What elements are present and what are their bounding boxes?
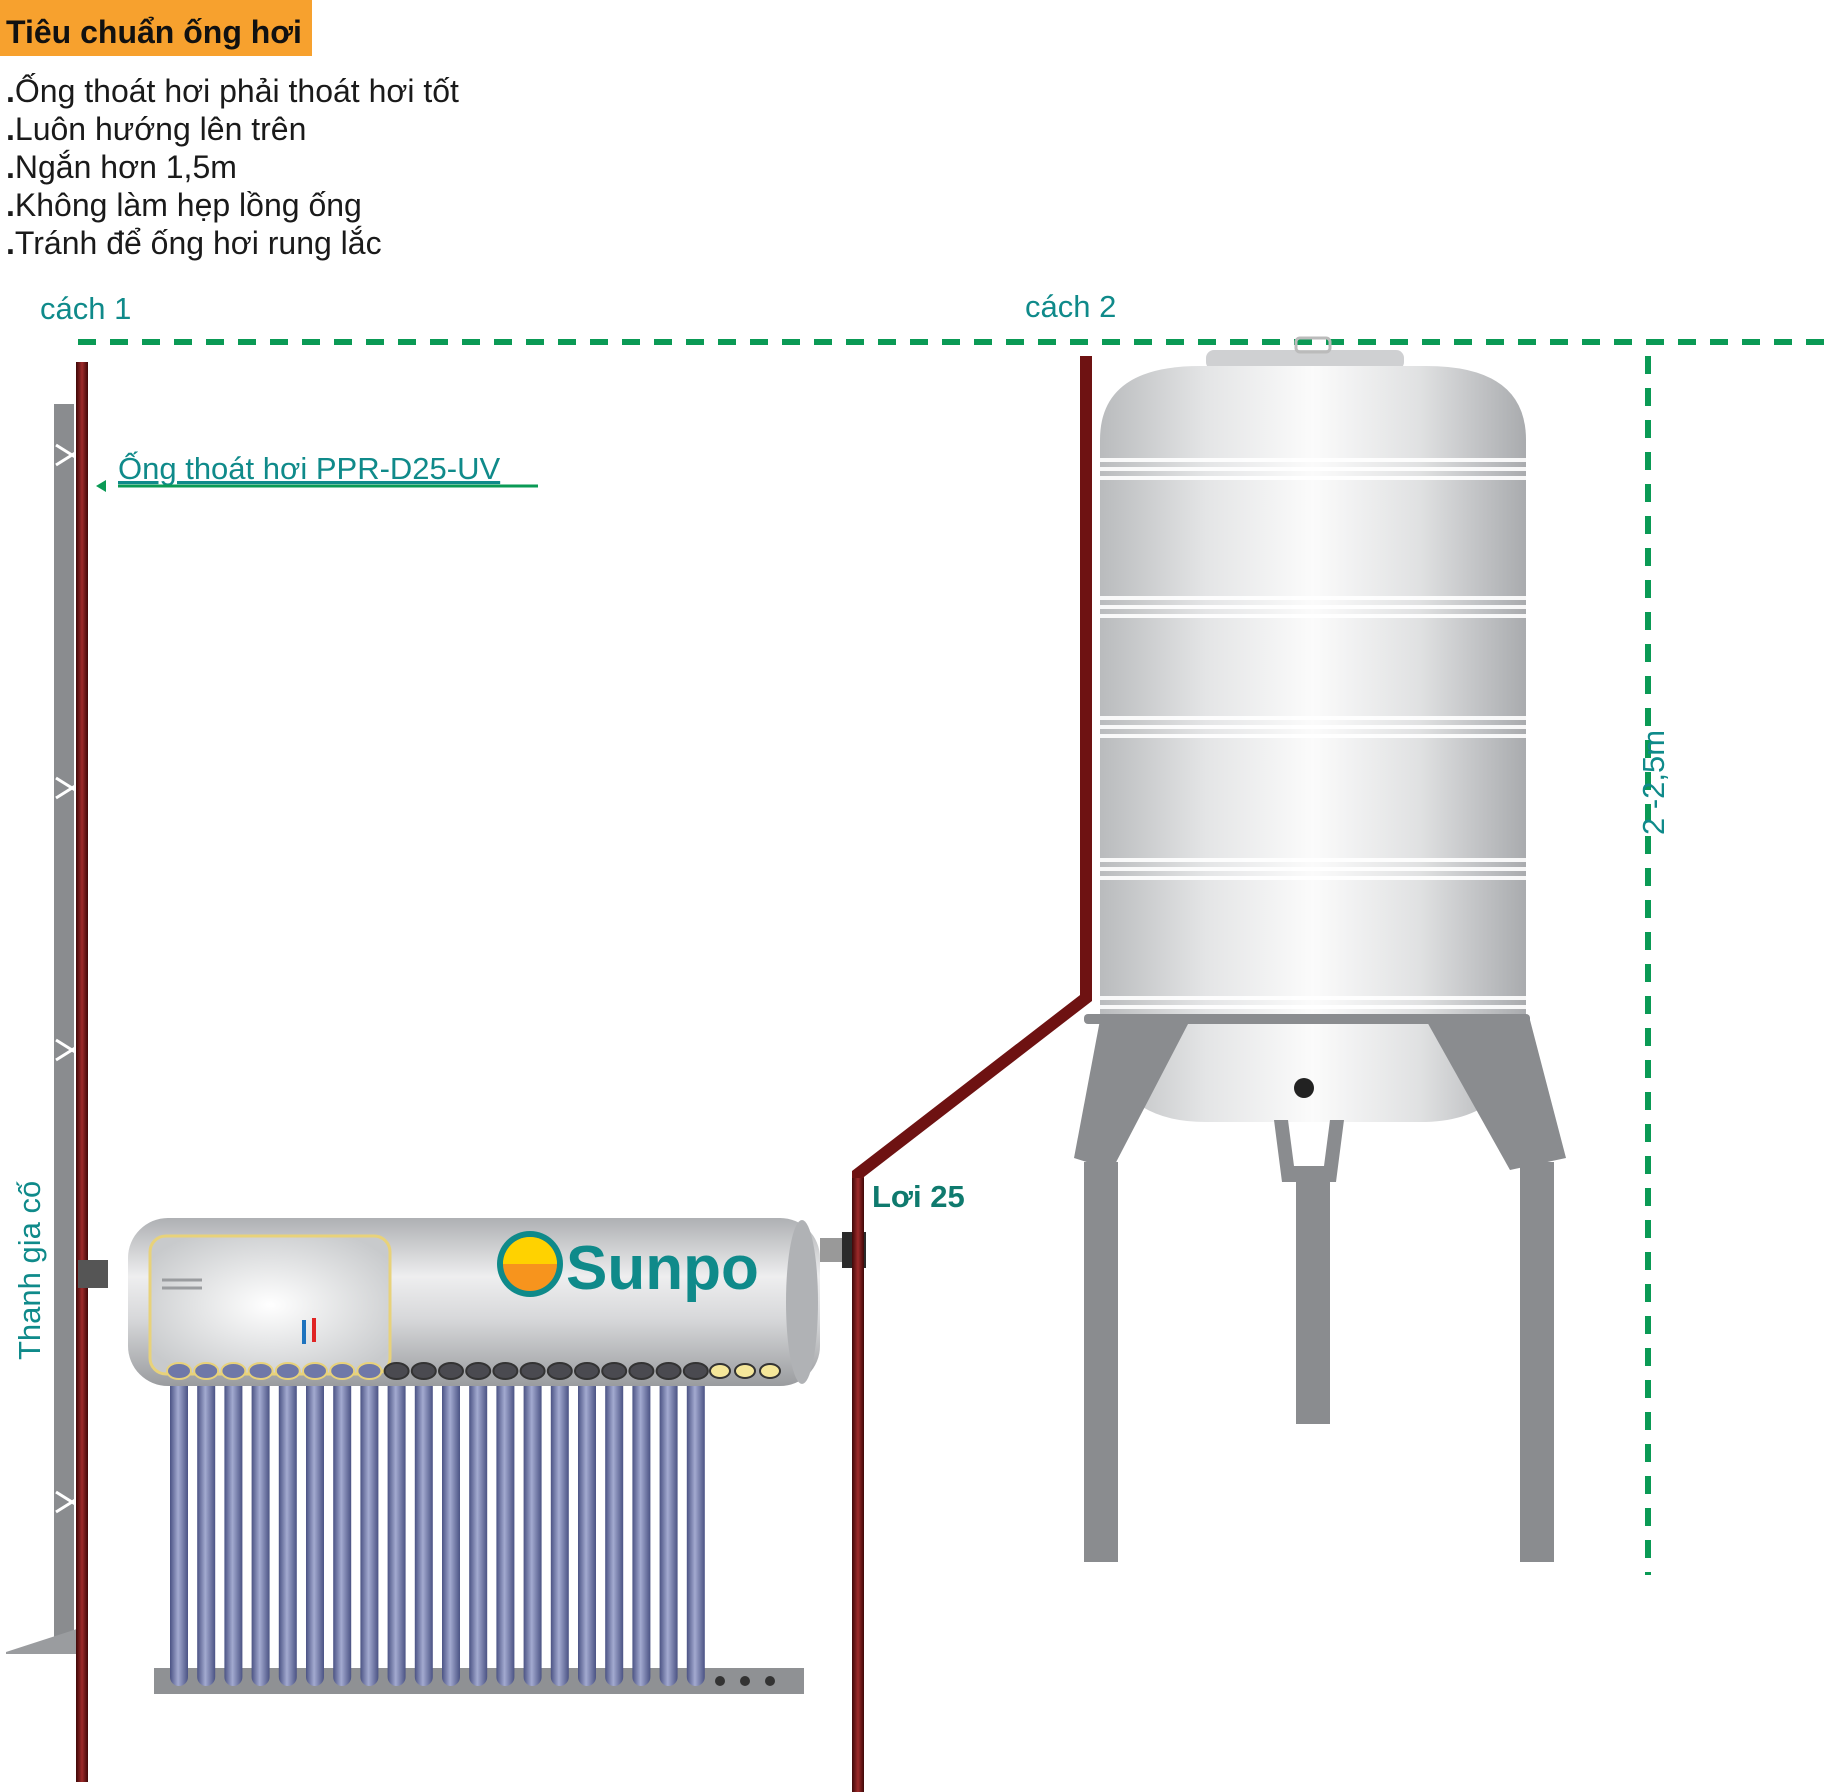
vacuum-tube <box>170 1360 188 1686</box>
tank-band <box>1100 458 1526 462</box>
tube-socket <box>655 1362 682 1380</box>
vacuum-tube <box>442 1360 460 1686</box>
hot-cold-icon <box>302 1318 316 1344</box>
tank-band <box>1100 467 1526 471</box>
tube-socket <box>247 1362 274 1380</box>
tube-socket <box>274 1362 301 1380</box>
tank-band <box>1100 596 1526 600</box>
vacuum-tube <box>523 1360 542 1686</box>
vacuum-tube <box>496 1360 515 1686</box>
tube-sockets <box>166 1362 709 1380</box>
height-label: 2 -2,5m <box>1636 730 1671 835</box>
bracket-foot <box>6 1628 80 1654</box>
tube-socket <box>356 1362 383 1380</box>
vacuum-tube <box>360 1360 379 1686</box>
tube-socket <box>302 1362 328 1380</box>
tank-band <box>1100 1005 1526 1009</box>
vacuum-tube <box>414 1360 433 1686</box>
tank-band <box>1100 734 1526 738</box>
vacuum-tube <box>224 1360 243 1686</box>
tube-socket <box>601 1362 628 1380</box>
vacuum-tube <box>333 1360 352 1686</box>
vacuum-tube <box>251 1360 270 1686</box>
tank-band <box>1100 605 1526 609</box>
elbow-label: Lơi 25 <box>872 1179 965 1214</box>
tank-stand <box>1074 1014 1566 1562</box>
vacuum-tube <box>578 1360 596 1686</box>
title: Tiêu chuẩn ống hơi <box>6 14 302 50</box>
tube-socket <box>383 1362 410 1380</box>
drum-endcap <box>786 1220 818 1384</box>
tank-band <box>1100 876 1526 880</box>
rule-item: .Ống thoát hơi phải thoát hơi tốt <box>6 73 459 109</box>
sun-logo-icon <box>497 1231 563 1297</box>
vacuum-tube <box>197 1360 216 1686</box>
rule-item: .Tránh để ống hơi rung lắc <box>6 225 382 261</box>
bracket-label: Thanh gia cố <box>12 1181 47 1360</box>
rule-item: .Luôn hướng lên trên <box>6 111 307 147</box>
drum-window <box>148 1234 392 1376</box>
rule-item: .Không làm hẹp lồng ống <box>6 187 362 223</box>
brand-text: Sunpo <box>566 1234 759 1303</box>
vacuum-tube <box>278 1360 297 1686</box>
tube-socket <box>682 1362 709 1380</box>
rule-item: .Ngắn hơn 1,5m <box>6 149 237 185</box>
method1-label: cách 1 <box>40 291 131 326</box>
tube-socket <box>438 1362 464 1380</box>
tube-socket <box>410 1362 437 1380</box>
tube-socket <box>519 1362 546 1380</box>
vacuum-tube <box>686 1360 705 1686</box>
tank-band <box>1100 476 1526 480</box>
vacuum-tube <box>387 1360 406 1686</box>
vacuum-tube <box>306 1360 324 1686</box>
title-banner: Tiêu chuẩn ống hơi <box>0 0 312 56</box>
tube-socket <box>492 1362 519 1380</box>
bracket-bar <box>54 404 74 1654</box>
tube-socket <box>166 1362 192 1380</box>
arrow-left-icon <box>96 480 106 492</box>
tube-socket <box>220 1362 247 1380</box>
water-tank <box>1100 336 1526 1122</box>
pipe-connector-left <box>78 1260 108 1288</box>
vacuum-tube <box>659 1360 678 1686</box>
rules-list: .Ống thoát hơi phải thoát hơi tốt .Luôn … <box>6 72 459 262</box>
tube-socket <box>193 1362 220 1380</box>
tube-socket <box>574 1362 600 1380</box>
tube-socket <box>329 1362 356 1380</box>
vent-pipe-method2-upper <box>852 356 1092 1179</box>
tank-band <box>1100 996 1526 1000</box>
vacuum-tube <box>550 1360 569 1686</box>
tank-band <box>1100 716 1526 720</box>
vacuum-tubes <box>170 1360 705 1686</box>
tank-band <box>1100 725 1526 729</box>
tube-socket <box>628 1362 655 1380</box>
tank-band <box>1100 858 1526 862</box>
vacuum-tube <box>469 1360 488 1686</box>
tank-band <box>1100 614 1526 618</box>
vacuum-tube <box>632 1360 651 1686</box>
method2-label: cách 2 <box>1025 289 1116 324</box>
vent-pipe-method1 <box>76 362 88 1782</box>
indicator-lights <box>709 1363 781 1379</box>
vent-pipe-method2-lower <box>852 1174 864 1792</box>
tube-socket <box>546 1362 573 1380</box>
tube-socket <box>465 1362 492 1380</box>
tank-band <box>1100 867 1526 871</box>
vacuum-tube <box>605 1360 624 1686</box>
pipe-spec-label: Ống thoát hơi PPR-D25-UV <box>118 450 500 486</box>
drum-outlet-fitting <box>820 1238 842 1262</box>
